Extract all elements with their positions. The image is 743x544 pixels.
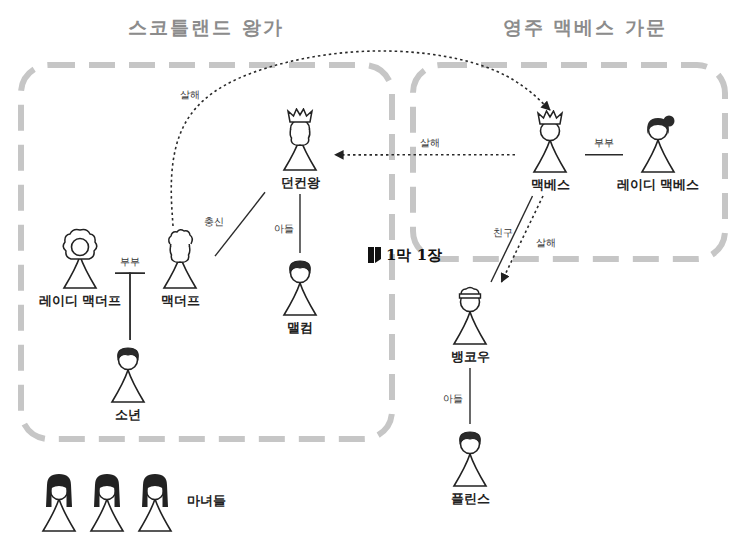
character-figure [520,110,580,174]
murder-arrow [171,51,550,226]
character-node: 소년 [93,340,163,426]
relation-label: 살해 [420,136,440,150]
character-node: 맥베스 [515,110,585,196]
relation-label: 부부 [594,136,614,150]
figure-drawing [454,288,486,345]
figure-drawing [63,230,97,289]
scene-marker-icon [368,247,382,263]
character-name: 뱅코우 [451,348,490,366]
character-name: 맬컴 [287,319,313,337]
group-heading: 영주 맥베스 가문 [435,15,735,41]
character-name: 플린스 [451,490,490,508]
relation-line [115,273,145,274]
figure-drawing [284,261,316,315]
group-heading: 스코틀랜드 왕가 [56,15,356,41]
relation-line [469,368,470,424]
character-node: 레이디 맥베스 [623,110,693,196]
figure-drawing [284,109,316,170]
character-name: 맥더프 [161,292,200,310]
character-node: 던컨왕 [265,108,335,194]
family-group: 스코틀랜드 왕가던컨왕레이디 맥더프맥더프맬컴소년 [18,62,395,442]
relation-line [491,196,533,282]
relation-line [299,194,300,253]
figure-drawing [112,348,144,402]
scene-label: 1막 1장 [386,246,442,265]
character-figure [270,108,330,172]
relation-label: 살해 [536,236,556,250]
character-node: 플린스 [435,424,505,510]
figure-drawing [164,230,196,288]
character-figure [270,253,330,317]
relation-label: 아들 [443,392,463,406]
figure-drawing [534,111,566,172]
character-name: 레이디 맥베스 [617,176,700,194]
dashed-border [21,65,392,439]
character-node: 레이디 맥더프 [45,226,115,312]
character-figure [628,110,688,174]
relation-label: 친구 [493,226,513,240]
relation-line [130,273,145,340]
murder-arrow [335,154,515,156]
relation-label: 충신 [204,215,224,229]
figure-drawing [43,474,75,531]
witch-figure [131,469,179,533]
witch-figure [83,469,131,533]
witch-figure [35,469,83,533]
character-node: 맬컴 [265,253,335,339]
character-name: 맥베스 [531,176,570,194]
relation-line [115,273,130,340]
relation-label: 아들 [274,222,294,236]
relation-label: 살해 [180,88,200,102]
character-figure [50,226,110,290]
figure-drawing [642,116,675,173]
relation-line [585,154,623,155]
character-figure [98,340,158,404]
character-node: 뱅코우 [435,282,505,368]
relation-label: 부부 [120,255,140,269]
family-group: 영주 맥베스 가문맥베스레이디 맥베스 [410,62,728,262]
character-name: 레이디 맥더프 [39,292,122,310]
figure-drawing [139,474,171,531]
character-figure [440,282,500,346]
character-node: 마녀들 [35,468,275,534]
figure-drawing [91,474,123,531]
character-name: 던컨왕 [281,174,320,192]
character-name: 소년 [115,406,141,424]
character-figure [150,226,210,290]
character-figure [440,424,500,488]
group-outline [410,62,728,262]
figure-drawing [454,432,486,486]
character-name: 마녀들 [187,492,226,510]
character-node: 맥더프 [145,226,215,312]
dashed-border [413,65,725,259]
